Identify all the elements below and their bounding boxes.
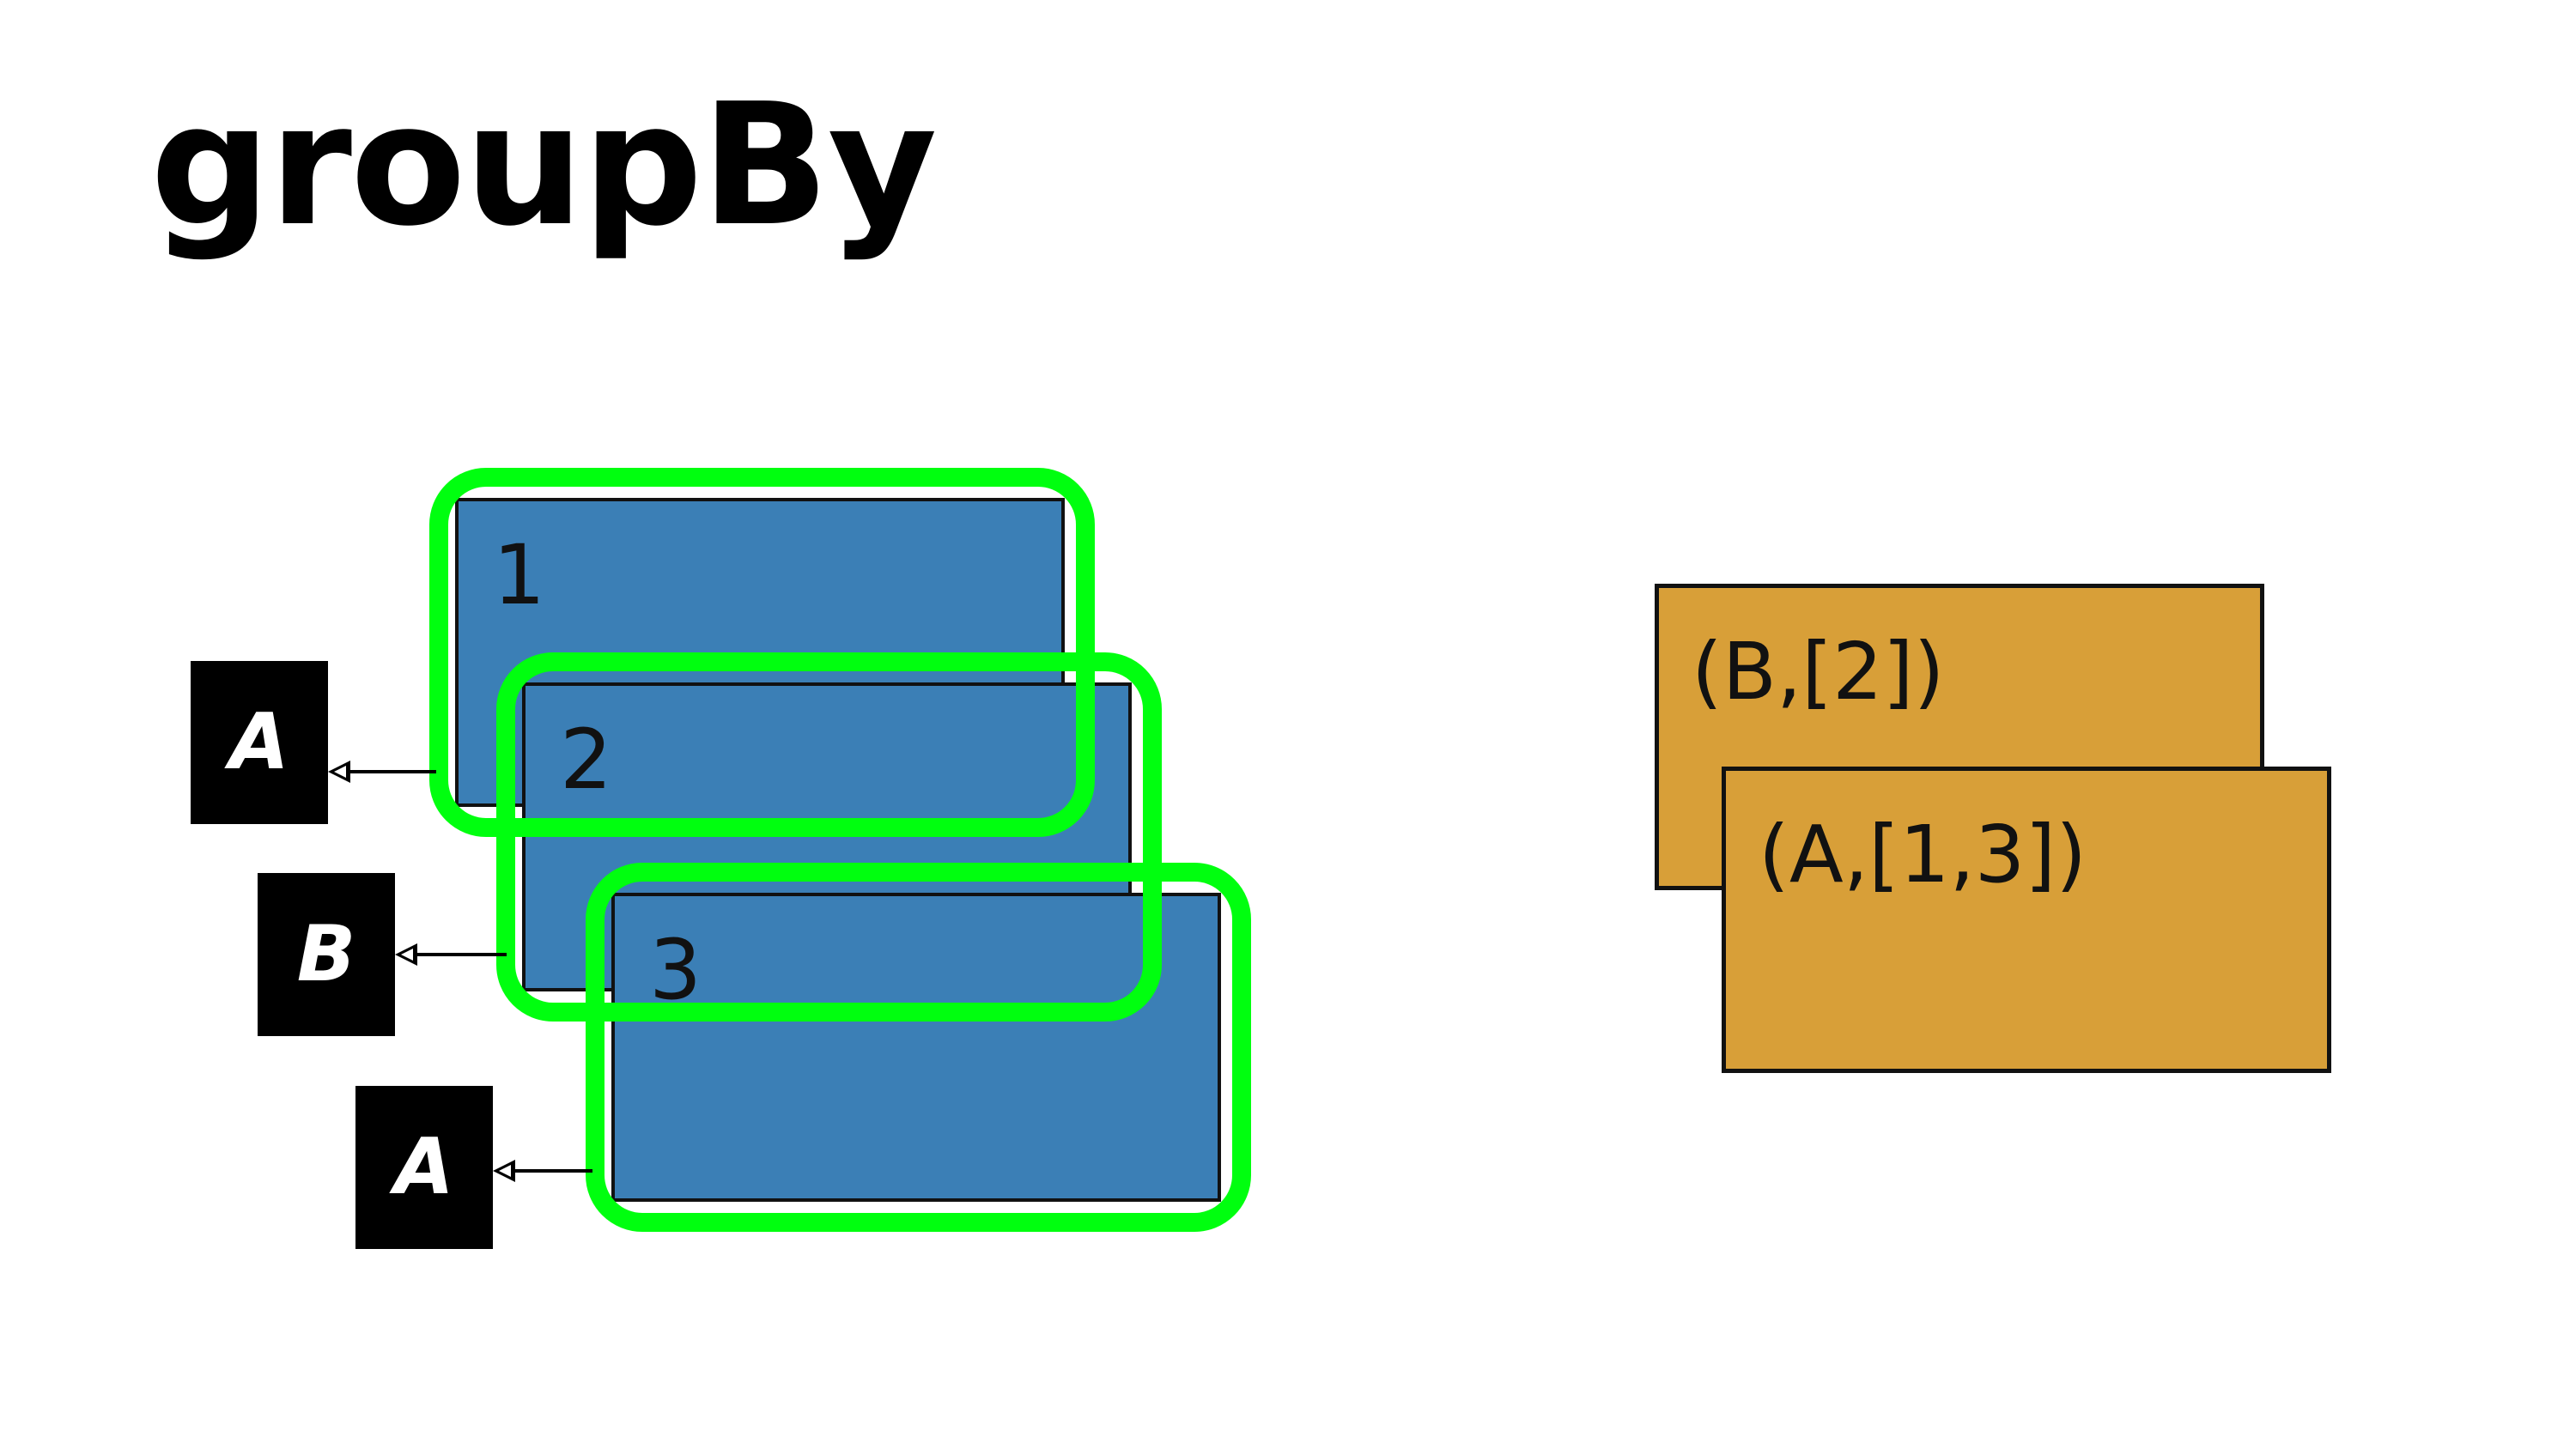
group-ring-1 [429, 468, 1095, 837]
key-box-1: A [191, 661, 328, 824]
result-label-a: (A,[1,3]) [1759, 809, 2087, 900]
key-arrow-3 [493, 1160, 592, 1182]
key-label-1: A [229, 697, 289, 787]
group-ring-2 [496, 652, 1162, 1022]
element-label-3: 3 [649, 922, 702, 1018]
key-box-2: B [258, 873, 395, 1036]
key-label-3: A [394, 1122, 454, 1212]
result-card-a: (A,[1,3]) [1722, 767, 2331, 1073]
key-box-3: A [355, 1086, 493, 1249]
result-label-b: (B,[2]) [1692, 626, 1945, 718]
diagram-title: groupBy [150, 68, 938, 264]
key-arrow-2 [395, 943, 507, 966]
key-label-2: B [296, 909, 356, 999]
element-box-3: 3 [611, 893, 1221, 1202]
key-arrow-1 [328, 761, 436, 783]
element-label-1: 1 [493, 527, 546, 623]
group-ring-3 [586, 863, 1251, 1232]
element-label-2: 2 [560, 712, 613, 808]
